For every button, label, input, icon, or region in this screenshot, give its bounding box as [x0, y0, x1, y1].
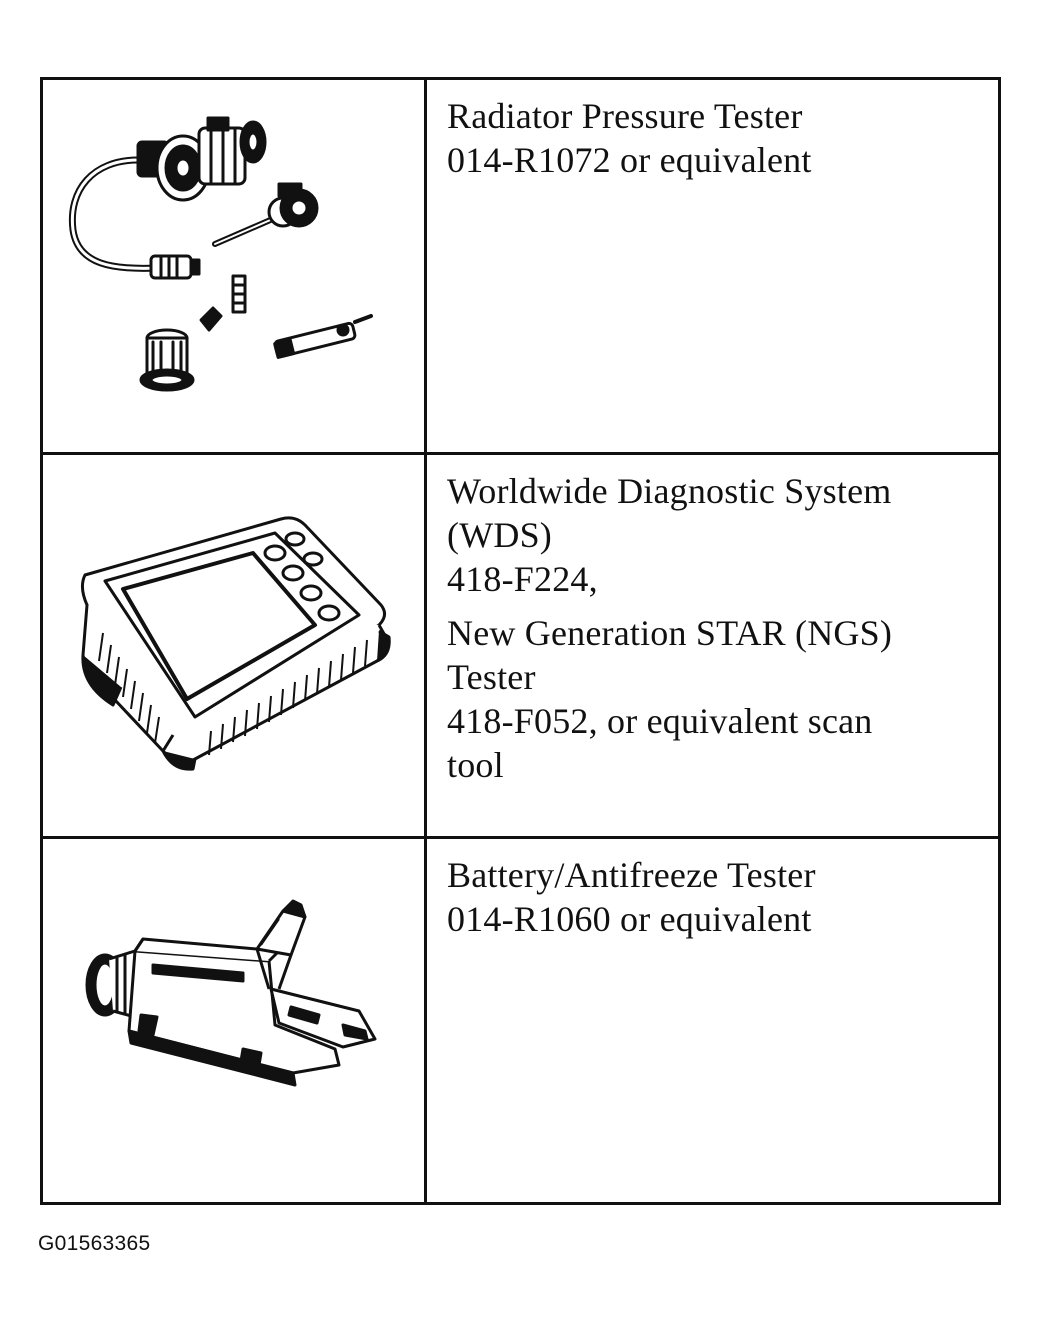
tool-row-battery-antifreeze-tester: Battery/Antifreeze Tester 014-R1060 or e…: [43, 836, 998, 1205]
tool-name: Worldwide Diagnostic System: [447, 471, 892, 511]
tool-name: Battery/Antifreeze Tester: [447, 855, 816, 895]
tool-part-number: 014-R1072 or equivalent: [447, 140, 812, 180]
tool-part-number-continued: tool: [447, 745, 504, 785]
figure-id: G01563365: [38, 1232, 151, 1255]
diagnostic-scan-tool-illustration: [80, 516, 391, 771]
tool-description: Battery/Antifreeze Tester 014-R1060 or e…: [427, 839, 998, 1205]
tool-row-radiator-pressure-tester: Radiator Pressure Tester 014-R1072 or eq…: [43, 80, 998, 452]
tool-description: Radiator Pressure Tester 014-R1072 or eq…: [427, 80, 998, 452]
tool-part-number: 418-F052, or equivalent scan: [447, 701, 873, 741]
tool-name-continued: Tester: [447, 657, 536, 697]
tool-image-cell: [43, 455, 427, 836]
tool-image-cell: [43, 839, 427, 1205]
tool-abbreviation: (WDS): [447, 515, 552, 555]
tool-name: Radiator Pressure Tester: [447, 96, 803, 136]
tool-image-cell: [43, 80, 427, 452]
tool-row-diagnostic-scan-tool: Worldwide Diagnostic System (WDS) 418-F2…: [43, 452, 998, 836]
tool-part-number: 014-R1060 or equivalent: [447, 899, 812, 939]
tool-part-number: 418-F224,: [447, 559, 598, 599]
battery-antifreeze-tester-illustration: [85, 899, 377, 1087]
radiator-pressure-tester-illustration: [68, 116, 373, 392]
special-tools-table: Radiator Pressure Tester 014-R1072 or eq…: [40, 77, 1001, 1205]
tool-name: New Generation STAR (NGS): [447, 613, 893, 653]
tool-description: Worldwide Diagnostic System (WDS) 418-F2…: [427, 455, 998, 836]
